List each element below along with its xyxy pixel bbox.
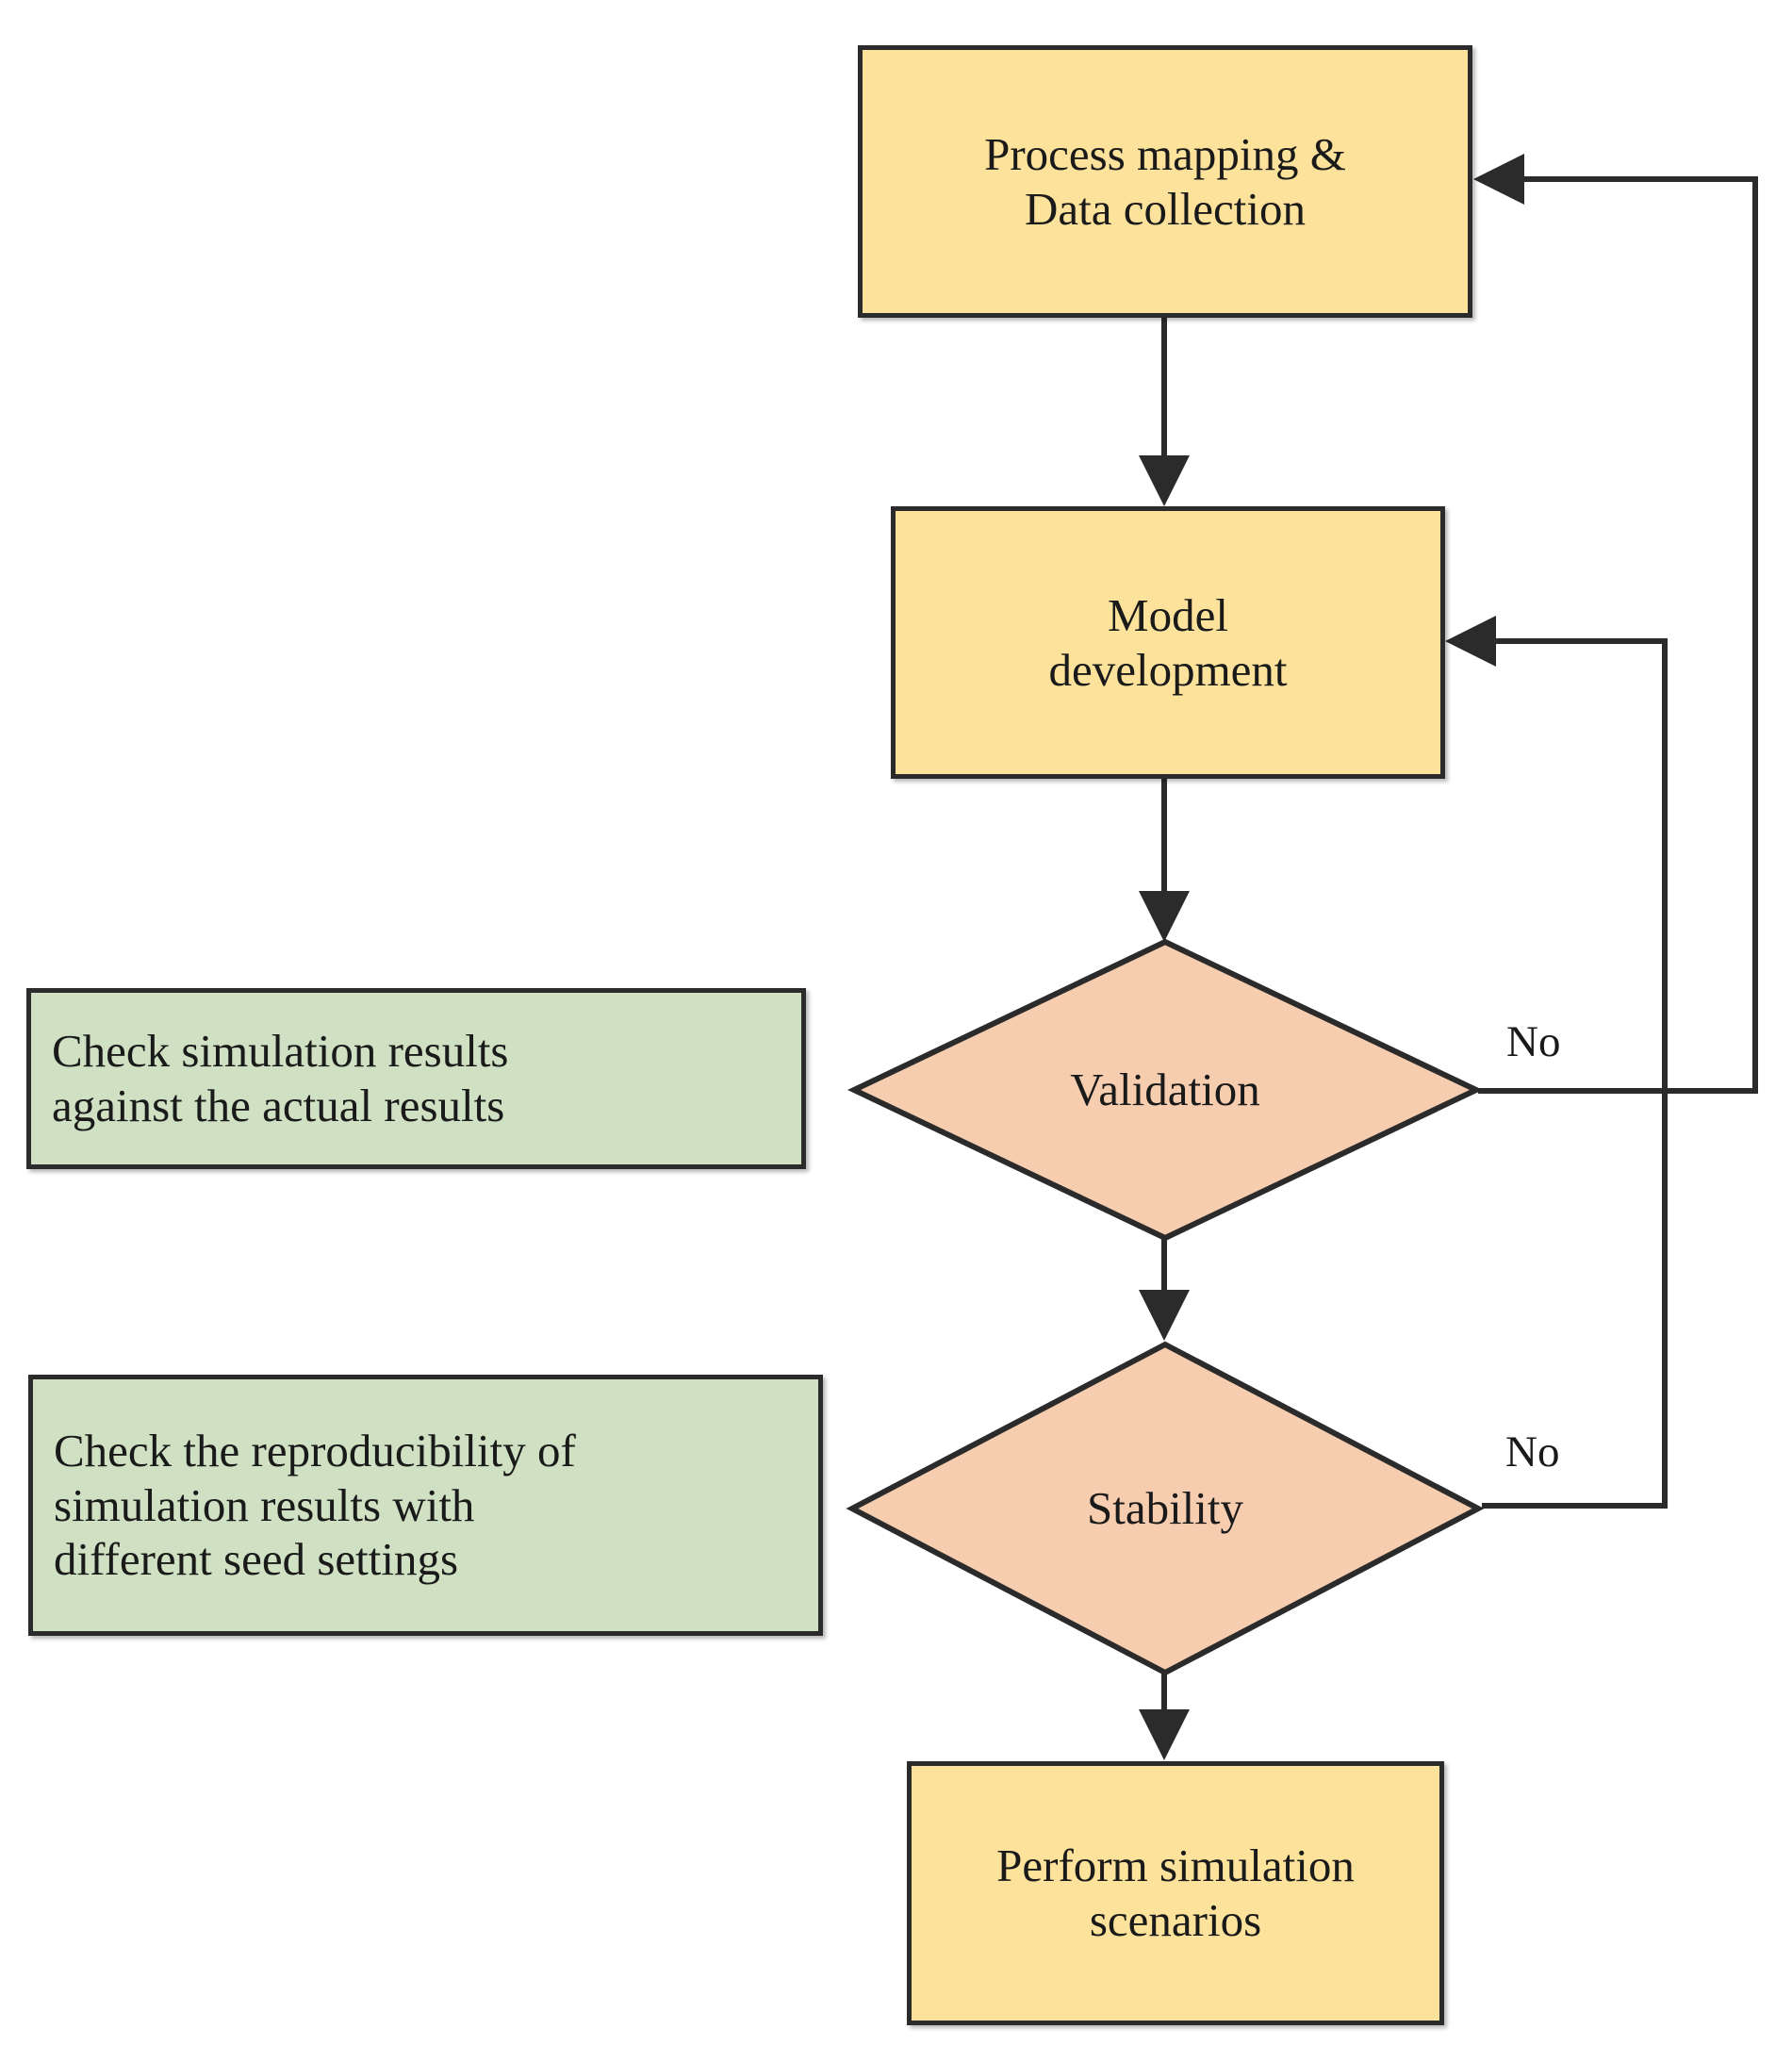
node-stability-label: Stability	[1086, 1482, 1244, 1535]
validation-diamond-shape	[847, 938, 1483, 1242]
edge-stability-no-to-model-development	[1445, 616, 1668, 1509]
note-validation-check[interactable]: Check simulation results against the act…	[26, 988, 806, 1169]
node-perform-simulation[interactable]: Perform simulation scenarios	[907, 1761, 1444, 2025]
node-process-mapping[interactable]: Process mapping & Data collection	[858, 45, 1472, 318]
edge-validation-no-to-process-mapping	[1473, 154, 1758, 1094]
node-model-development[interactable]: Model development	[891, 506, 1445, 779]
node-validation-label: Validation	[1070, 1064, 1260, 1116]
node-stability[interactable]: Stability	[846, 1341, 1485, 1676]
edge-label-stability-no: No	[1505, 1427, 1560, 1476]
stability-diamond-shape	[846, 1341, 1485, 1676]
note-stability-check[interactable]: Check the reproducibility of simulation …	[28, 1375, 823, 1636]
edge-label-validation-no: No	[1506, 1017, 1561, 1066]
node-validation[interactable]: Validation	[847, 938, 1483, 1242]
